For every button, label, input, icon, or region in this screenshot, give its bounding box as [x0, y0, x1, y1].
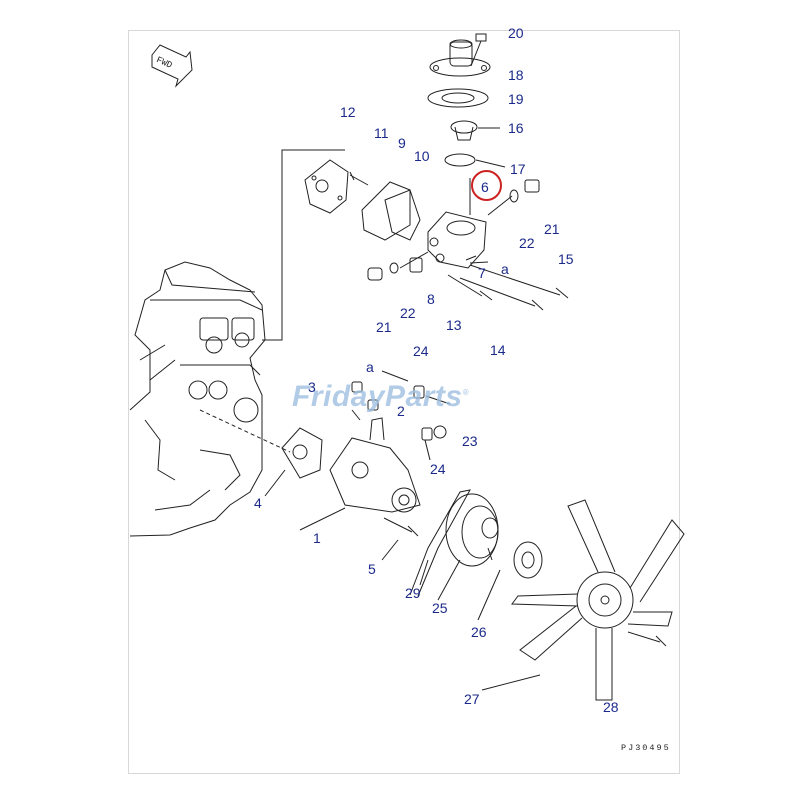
part-label-29: 29	[405, 585, 421, 601]
plug-part-8	[409, 257, 423, 273]
pulley-part-25	[445, 493, 499, 567]
plate-part-9	[361, 181, 411, 241]
part-label-5: 5	[368, 561, 376, 577]
part-label-6: 6	[481, 179, 489, 195]
gasket-part-12	[304, 159, 349, 214]
leader-line-engine-thermostat	[262, 149, 345, 341]
fwd-arrow-icon	[151, 44, 193, 88]
v-belt-part-29	[409, 489, 471, 597]
part-label-23: 23	[462, 433, 478, 449]
part-label-25: 25	[432, 600, 448, 616]
part-label-27: 27	[464, 691, 480, 707]
fitting-part-2	[367, 399, 379, 411]
part-label-9: 9	[398, 135, 406, 151]
part-label-8: 8	[427, 291, 435, 307]
part-label-26: 26	[471, 624, 487, 640]
fitting-part-3	[351, 381, 363, 393]
watermark-logo: FridayParts®	[292, 380, 469, 414]
bolt-part-5	[383, 517, 419, 537]
bolt-part-20	[470, 33, 487, 67]
engine-block-drawing	[129, 261, 266, 537]
bolt-part-11	[349, 171, 369, 186]
bolt-part-28	[627, 631, 667, 647]
plug-part-21-left	[367, 267, 383, 281]
part-label-13: 13	[446, 317, 462, 333]
fitting-part-24	[421, 427, 433, 441]
part-label-28: 28	[603, 699, 619, 715]
part-label-2: 2	[397, 403, 405, 419]
part-label-4: 4	[254, 495, 262, 511]
watermark-text: FridayParts	[292, 380, 463, 413]
gasket-part-19	[427, 88, 489, 108]
watermark-mark: ®	[462, 388, 469, 397]
fan-part-27	[511, 499, 685, 701]
diagram-frame	[128, 30, 680, 774]
oring-part-17	[444, 153, 476, 167]
part-label-11: 11	[374, 125, 389, 141]
bolt-part-14	[459, 277, 544, 311]
part-label-15: 15	[558, 251, 574, 267]
gasket-part-10	[384, 189, 421, 241]
part-label-20: 20	[508, 25, 524, 41]
part-label-12: 12	[340, 104, 356, 120]
water-pump-part-1	[329, 409, 421, 513]
part-label-16: 16	[508, 120, 524, 136]
bolt-part-15	[469, 264, 569, 299]
part-label-18: 18	[508, 67, 524, 83]
washer-part-22-right	[509, 189, 519, 203]
ref-label-a-upper: a	[501, 261, 509, 277]
hose-fitting-part-23	[413, 385, 451, 439]
drawing-code: PJ30495	[621, 743, 671, 753]
part-label-24-upper: 24	[413, 343, 429, 359]
plug-part-21-right	[524, 179, 540, 193]
part-label-17: 17	[510, 161, 526, 177]
thermostat-part-16	[450, 120, 500, 141]
part-label-14: 14	[490, 342, 506, 358]
ref-label-a-lower: a	[366, 359, 374, 375]
spacer-part-26	[513, 541, 543, 579]
part-label-7: 7	[478, 265, 486, 281]
part-label-22-left: 22	[400, 305, 416, 321]
part-label-21-right: 21	[544, 221, 560, 237]
part-label-1: 1	[313, 530, 321, 546]
bolt-part-13	[447, 274, 493, 301]
part-label-10: 10	[414, 148, 430, 164]
thermostat-housing-part-6	[427, 211, 487, 269]
part-label-22-right: 22	[519, 235, 535, 251]
part-label-24-lower: 24	[430, 461, 446, 477]
thermostat-cover-part	[429, 39, 491, 77]
part-label-3: 3	[308, 379, 316, 395]
highlight-circle	[471, 170, 502, 201]
gasket-part-4	[281, 427, 323, 479]
part-label-21-left: 21	[376, 319, 392, 335]
washer-part-22-left	[389, 262, 399, 274]
part-label-19: 19	[508, 91, 524, 107]
